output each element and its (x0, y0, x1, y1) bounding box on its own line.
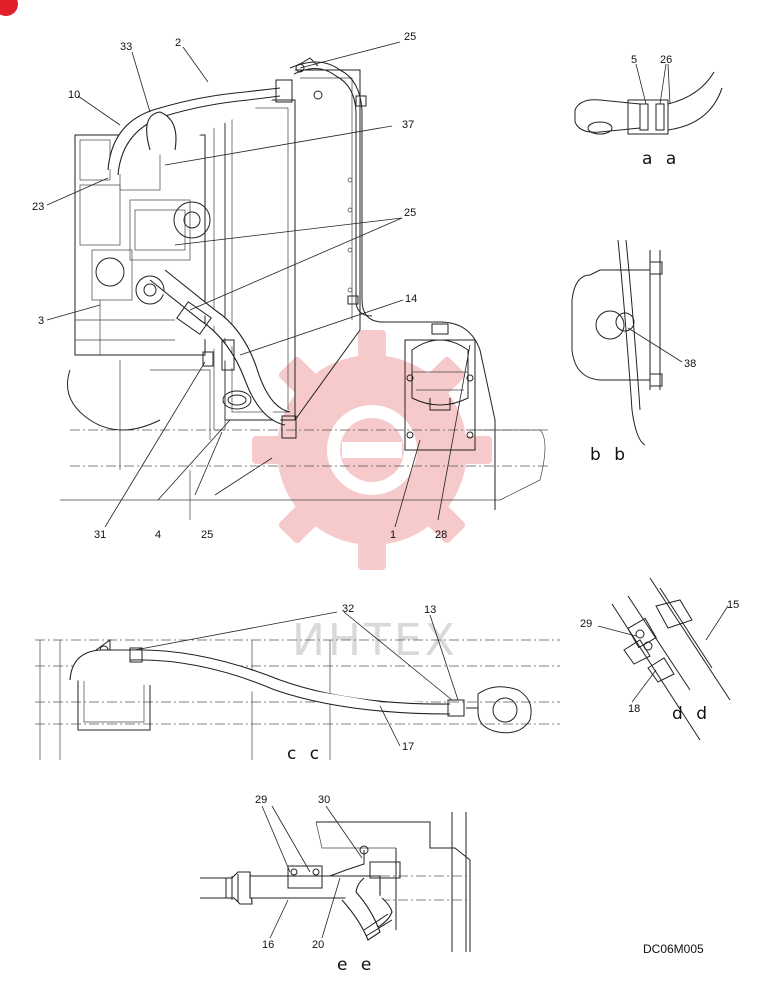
callout-2: 2 (175, 37, 181, 49)
reserve-tank (404, 323, 476, 451)
main-assembly-view: 33 2 25 10 37 23 25 14 3 31 4 25 1 28 (32, 31, 548, 541)
view-label-dd: d d (672, 704, 711, 724)
leader-lines (46, 41, 471, 528)
view-label-cc: c c (287, 744, 323, 764)
callout-5: 5 (631, 54, 637, 66)
callout-3: 3 (38, 315, 44, 327)
callout-37: 37 (402, 119, 414, 131)
corner-badge (0, 0, 18, 16)
upper-radiator-hose (107, 79, 293, 176)
callout-38: 38 (684, 358, 696, 370)
view-label-aa: a a (642, 149, 680, 169)
callout-29-dd: 29 (580, 618, 592, 630)
detail-aa: 5 26 a a (574, 54, 723, 169)
callout-20: 20 (312, 939, 324, 951)
callout-18: 18 (628, 703, 640, 715)
callout-29-ee: 29 (255, 794, 267, 806)
engine (67, 134, 211, 431)
detail-bb: 38 b b (571, 239, 696, 465)
callout-13: 13 (424, 604, 436, 616)
callout-17: 17 (402, 741, 414, 753)
callout-32: 32 (342, 603, 354, 615)
callout-15: 15 (727, 599, 739, 611)
callout-23: 23 (32, 201, 44, 213)
callout-28: 28 (435, 529, 447, 541)
callout-25-bottom: 25 (201, 529, 213, 541)
callout-10: 10 (68, 89, 80, 101)
callout-25-mid: 25 (404, 207, 416, 219)
callout-26: 26 (660, 54, 672, 66)
watermark-gear (252, 330, 492, 570)
lower-radiator-hose (149, 269, 297, 439)
detail-ee: 29 30 16 20 e e (200, 794, 471, 975)
view-label-ee: e e (337, 955, 375, 975)
callout-31: 31 (94, 529, 106, 541)
drawing-code: DC06M005 (643, 942, 704, 956)
callout-30: 30 (318, 794, 330, 806)
callout-33: 33 (120, 41, 132, 53)
overflow-pipe (289, 61, 496, 510)
callout-4: 4 (155, 529, 161, 541)
main-labels: 33 2 25 10 37 23 25 14 3 31 4 25 1 28 (32, 31, 447, 541)
callout-16: 16 (262, 939, 274, 951)
callout-14: 14 (405, 293, 417, 305)
callout-25-top: 25 (404, 31, 416, 43)
detail-dd: 29 15 18 d d (580, 577, 739, 741)
view-label-bb: b b (590, 445, 629, 465)
callout-1: 1 (390, 529, 396, 541)
detail-cc: 32 13 17 c c (35, 603, 560, 764)
watermark-text: ИНТЕХ (292, 615, 458, 666)
